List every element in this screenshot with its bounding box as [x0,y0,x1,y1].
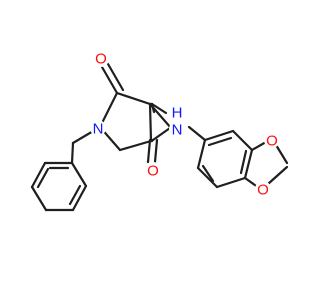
bond-o4-ch2 [266,165,289,186]
atom-o1-symbol: O [95,51,107,68]
bond-n2-ar [187,125,207,142]
bond-c2-o1-a [100,65,119,95]
bond-ar-o3 [250,140,268,152]
molecule-structure: N O O N H O O [30,51,289,212]
bond-ph-1 [70,161,88,188]
bond-c3-c4 [148,102,153,143]
bond-ar-d1 [207,136,233,147]
bond-c4-amideC [149,138,155,143]
amide-carbonyl [146,126,172,164]
bond-amideC-n2 [151,126,172,142]
bond-ar-2 [231,129,254,152]
bond-ph-d2 [36,167,50,189]
atom-n2: N H [169,105,185,139]
bond-ar-d3 [201,164,215,183]
bond-amide-co-1 [150,102,156,114]
atom-n2-hydrogen: H [172,105,183,122]
atom-n2-symbol: N [172,122,183,139]
atom-o2: O [145,162,161,180]
bond-ph-4 [30,185,48,212]
bond-ph-d1 [68,184,82,206]
atom-o4: O [255,181,271,199]
bond-n1-c2 [98,91,119,129]
bond-ar-1 [203,129,235,142]
bond-amideC-o2-a [146,138,152,164]
bond-ar-5 [196,166,219,189]
atom-n1-symbol: N [93,121,104,138]
bond-c2-c3 [115,91,152,106]
bond-o3-ch2 [274,143,289,165]
bond-ar-d2 [239,149,248,175]
bond-ph-5 [30,161,47,189]
bond-c2-o1-b [106,62,125,92]
bond-ar-4 [215,176,247,189]
atom-o2-symbol: O [147,163,159,180]
bond-ch2-ph [70,141,75,165]
bond-ar-3 [243,148,254,180]
bond-c4-c5 [118,139,153,152]
bond-amidec-n [150,102,168,115]
bond-amideC-o2-b [153,138,159,164]
bond-ar-6 [196,138,207,170]
atom-o4-symbol: O [257,182,269,199]
bonds [30,62,289,212]
atom-o3-symbol: O [266,133,278,150]
bond-ph-2 [71,184,88,212]
atom-labels: N O O N H O O [90,51,280,199]
atom-o1: O [93,51,109,68]
atom-o3: O [264,132,280,150]
atom-n1: N [90,120,106,138]
